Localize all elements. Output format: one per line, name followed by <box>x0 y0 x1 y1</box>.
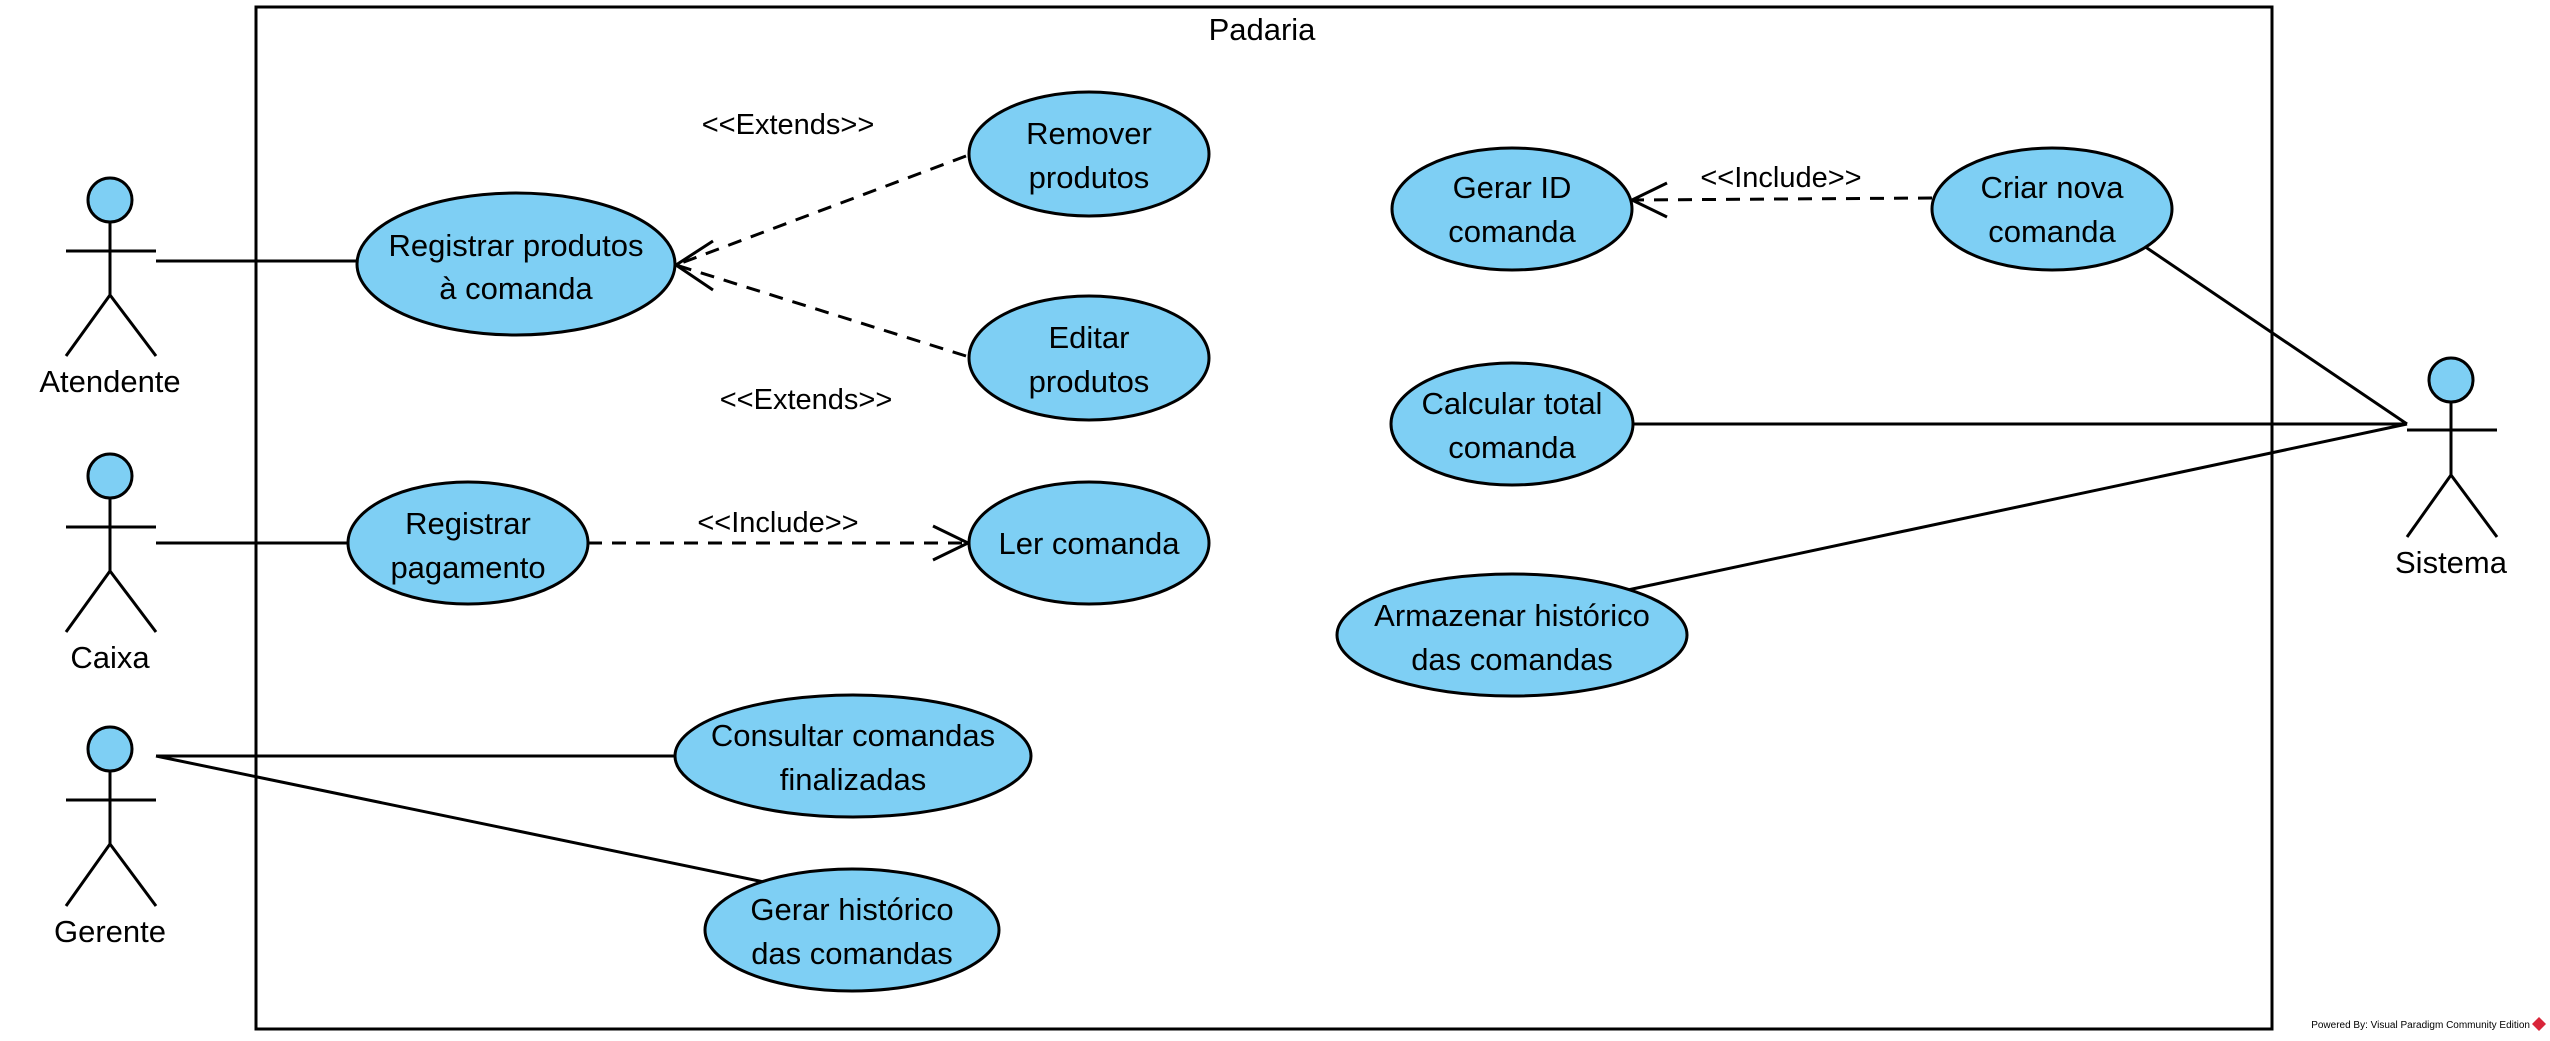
use-case-calcular-total[interactable]: Calcular total comanda <box>1389 361 1635 487</box>
use-case-label-line1: Criar nova <box>1981 170 2125 205</box>
actor-caixa[interactable]: Caixa <box>64 452 158 675</box>
associations <box>155 244 2408 884</box>
use-case-label-line1: Registrar <box>405 506 531 541</box>
actor-left-leg <box>64 294 112 357</box>
assoc-sistema-armazenar-historico <box>1622 422 2408 593</box>
use-case-shape <box>967 480 1211 606</box>
use-case-label-line1: Registrar produtos <box>388 228 643 263</box>
use-case-label-line2: das comandas <box>751 936 953 971</box>
use-case-shape <box>346 480 590 606</box>
use-case-label-line2: comanda <box>1448 214 1576 249</box>
extend-remover-line <box>675 154 967 267</box>
actor-right-leg <box>108 570 158 633</box>
use-case-editar-produtos[interactable]: Editar produtos <box>967 294 1211 422</box>
use-case-shape <box>703 867 1001 993</box>
use-case-shape <box>673 693 1033 819</box>
use-case-gerar-id[interactable]: Gerar ID comanda <box>1390 146 1634 272</box>
actor-right-leg <box>2449 474 2499 538</box>
actor-left-leg <box>64 570 112 633</box>
use-case-consultar-comandas[interactable]: Consultar comandas finalizadas <box>673 693 1033 819</box>
extend-editar-line <box>675 263 967 358</box>
use-case-shape <box>967 90 1211 218</box>
use-case-label-line1: Remover <box>1026 116 1152 151</box>
actor-left-leg <box>64 843 112 907</box>
use-case-shape <box>1390 146 1634 272</box>
use-case-gerar-historico[interactable]: Gerar histórico das comandas <box>703 867 1001 993</box>
footer-text: Powered By: Visual Paradigm Community Ed… <box>2311 1020 2530 1031</box>
use-case-shape <box>355 191 677 337</box>
actor-left-leg <box>2405 474 2453 538</box>
actor-head <box>86 176 134 224</box>
assoc-gerente-gerar-historico <box>155 754 765 884</box>
actor-label: Caixa <box>70 640 150 675</box>
actor-head <box>2427 356 2475 404</box>
use-case-label-line2: finalizadas <box>780 762 926 797</box>
use-case-label-line2: produtos <box>1029 160 1150 195</box>
use-case-label-line2: das comandas <box>1411 642 1613 677</box>
use-case-remover-produtos[interactable]: Remover produtos <box>967 90 1211 218</box>
use-case-criar-nova[interactable]: Criar nova comanda <box>1930 146 2174 272</box>
stereotype-include-gerar-id: <<Include>> <box>1700 162 1861 194</box>
use-case-label-line2: comanda <box>1988 214 2116 249</box>
use-case-label-line2: pagamento <box>390 550 545 585</box>
include-gerar-id-line <box>1631 196 1933 202</box>
actor-right-leg <box>108 294 158 357</box>
actor-gerente[interactable]: Gerente <box>54 725 166 949</box>
actor-head <box>86 452 134 500</box>
actor-label: Sistema <box>2395 545 2508 580</box>
actor-head <box>86 725 134 773</box>
use-case-label-line2: comanda <box>1448 430 1576 465</box>
use-case-label-line2: à comanda <box>439 271 593 306</box>
actor-sistema[interactable]: Sistema <box>2395 356 2508 580</box>
actor-atendente[interactable]: Atendente <box>39 176 181 399</box>
stereotype-extends-editar: <<Extends>> <box>720 384 893 416</box>
use-case-registrar-produtos[interactable]: Registrar produtos à comanda <box>355 191 677 337</box>
use-case-armazenar-historico[interactable]: Armazenar histórico das comandas <box>1335 572 1689 698</box>
use-case-shape <box>1389 361 1635 487</box>
visual-paradigm-logo-icon <box>2532 1017 2546 1031</box>
use-case-label-line2: produtos <box>1029 364 1150 399</box>
use-case-label-line1: Consultar comandas <box>711 718 995 753</box>
use-case-shape <box>1335 572 1689 698</box>
use-case-label-line1: Ler comanda <box>999 526 1181 561</box>
stereotype-extends-remover: <<Extends>> <box>702 109 875 141</box>
use-case-label-line1: Armazenar histórico <box>1374 598 1650 633</box>
actor-label: Atendente <box>39 364 180 399</box>
use-case-shape <box>967 294 1211 422</box>
use-case-label-line1: Editar <box>1049 320 1130 355</box>
actor-label: Gerente <box>54 914 166 949</box>
assoc-sistema-criar-nova <box>2143 244 2408 426</box>
stereotype-include-ler: <<Include>> <box>697 507 858 539</box>
use-case-ler-comanda[interactable]: Ler comanda <box>967 480 1211 606</box>
use-case-registrar-pagamento[interactable]: Registrar pagamento <box>346 480 590 606</box>
use-case-shape <box>1930 146 2174 272</box>
footer: Powered By: Visual Paradigm Community Ed… <box>2311 1017 2546 1031</box>
use-case-label-line1: Gerar ID <box>1453 170 1572 205</box>
use-case-label-line1: Gerar histórico <box>750 892 953 927</box>
system-title: Padaria <box>1209 12 1317 47</box>
system-boundary <box>254 5 2274 1031</box>
actor-right-leg <box>108 843 158 907</box>
use-case-label-line1: Calcular total <box>1422 386 1603 421</box>
